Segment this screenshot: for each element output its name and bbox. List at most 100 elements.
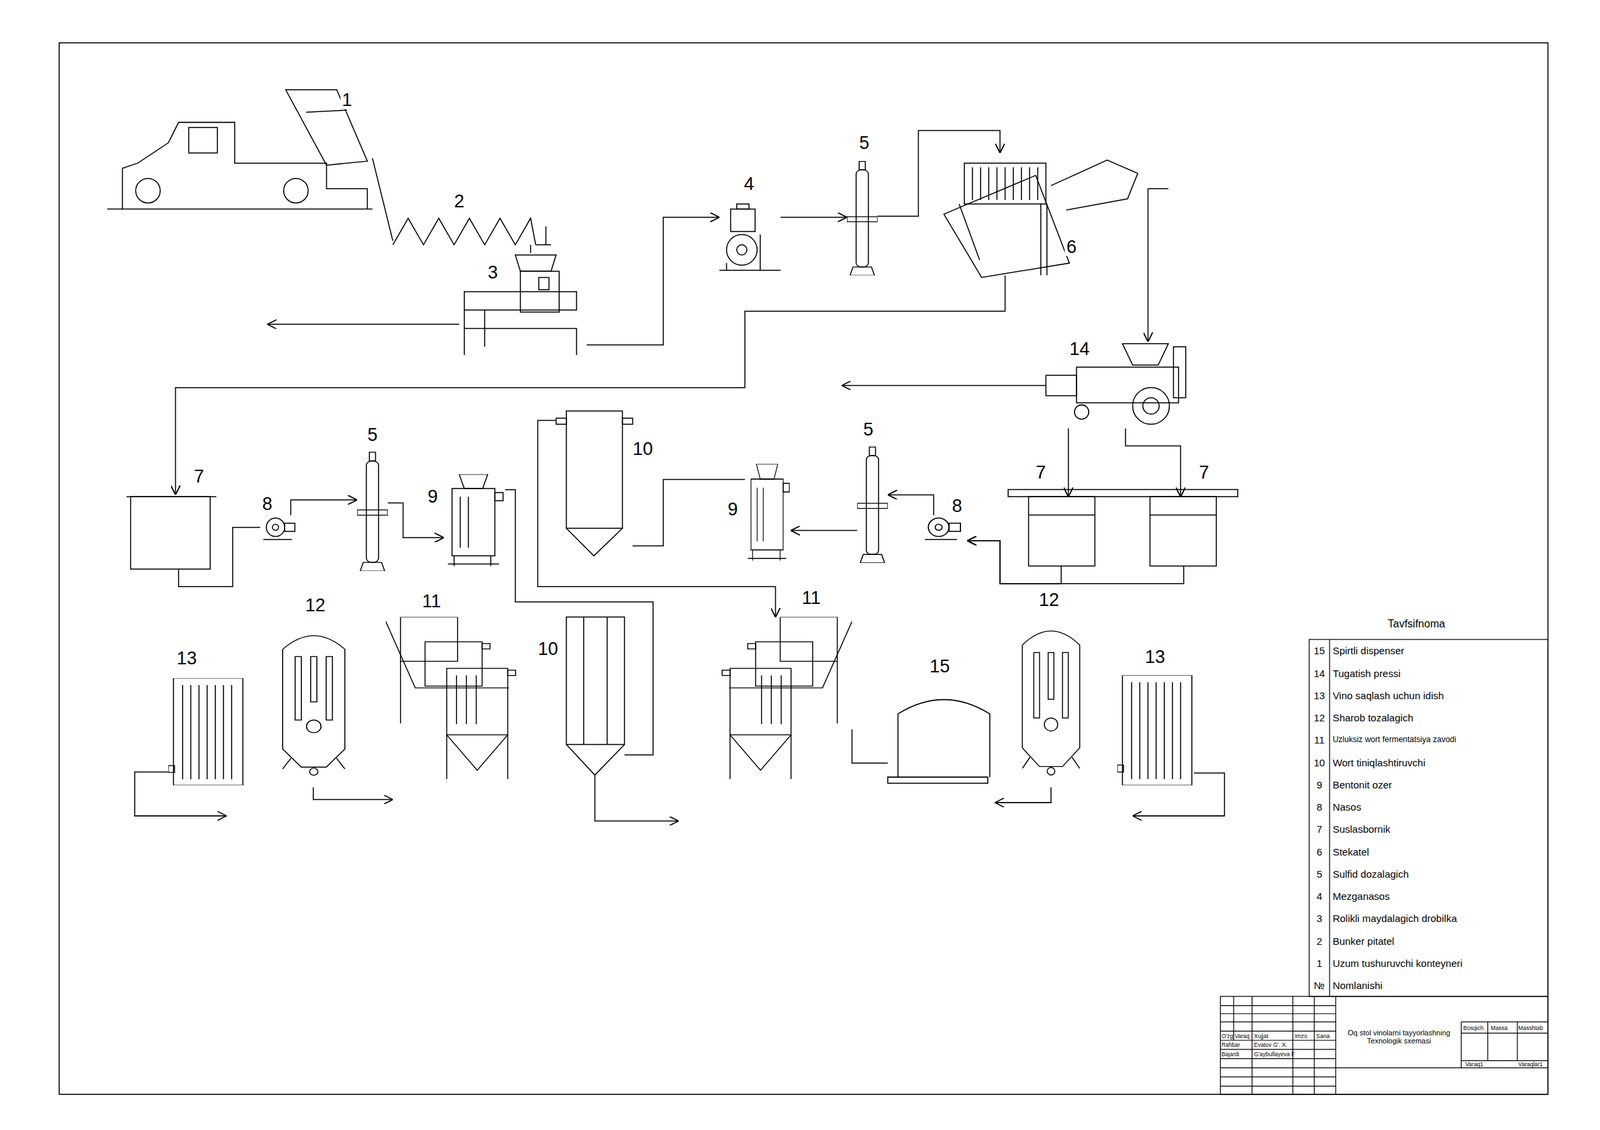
flow-line [175,275,1006,496]
title-block [1220,996,1548,1095]
clarifier-body [566,411,623,529]
table-cell-number: 2 [1310,930,1329,953]
table-cell-name: Stekatel [1332,840,1547,864]
equipment-node: 13 [1117,675,1194,786]
stekatel-body [943,175,1070,278]
pump [263,518,295,540]
equipment-node: 11 [714,617,852,786]
equipment-node: 4 [719,204,781,276]
press-plate [1173,346,1186,398]
table-cell-number: 10 [1310,751,1329,774]
equipment-node: 12 [1020,617,1082,786]
table-cell-name: Nasos [1332,795,1547,819]
table-cell-number: 14 [1310,662,1329,685]
table-cell-name: Vino saqlash uchun idish [1332,684,1547,707]
equipment-node: 10 [556,411,633,557]
title-block-cell: Rahbar [1221,1042,1241,1050]
equipment-node: 8 [921,515,968,541]
table-cell-number: № [1310,974,1329,997]
equipment-node: 7 [1150,496,1217,566]
flow-line [586,217,720,345]
bentonite-unit [447,474,503,567]
table-cell-number: 7 [1310,818,1329,841]
callout-number: 8 [261,495,274,514]
callout-number: 12 [1037,591,1061,610]
equipment-node: 9 [744,464,791,567]
equipment-node: 5 [357,448,388,572]
callout-number: 10 [536,639,560,658]
crusher-frame [464,277,577,356]
outflow-arrow [994,787,1052,803]
table-cell-name: Spirtli dispenser [1332,639,1547,662]
drawing-stroke [736,244,747,256]
storage-tank [168,678,243,786]
table-cell-number: 6 [1310,840,1329,864]
flow-line [1125,428,1181,498]
outflow-arrows [134,324,1225,821]
table-cell-name: Tugatish pressi [1332,662,1547,685]
callout-number: 6 [1065,237,1078,256]
table-grid [1220,639,1548,1095]
outflow-arrow [134,772,227,817]
flow-line [877,130,1001,217]
sulfid-doser [846,161,878,276]
flow-line [537,420,776,617]
tank-rim [126,495,217,498]
crusher-bed [464,291,577,311]
truck-wheel [135,178,160,203]
title-block-grid [1220,996,1548,1095]
flow-line [967,540,1184,584]
clarifier-body [566,617,625,745]
table-cell-name: Mezganasos [1332,885,1547,908]
callout-number: 4 [742,174,756,193]
title-block-cell: Bosqich [1463,1025,1484,1033]
callout-number: 5 [365,425,379,444]
tank-level [1028,514,1217,517]
callout-number: 14 [1068,339,1092,358]
callout-number: 15 [928,657,952,676]
flow-line [505,489,654,756]
callout-number: 9 [726,500,739,519]
fermentation-plant [385,617,517,780]
table-cell-number: 4 [1310,885,1329,908]
flow-line [887,494,934,515]
spec-table-column [1328,639,1330,997]
drawing-title: Oq stol vinolarni tayyorlashning Texnolo… [1338,1028,1460,1046]
spec-table [1309,639,1549,997]
title-block-cell: Massa [1490,1025,1508,1033]
truck-window [188,127,218,154]
table-cell-name: Sulfid dozalagich [1332,863,1547,886]
equipment-node: 8 [260,515,302,541]
table-cell-number: 5 [1310,863,1329,886]
callout-number: 1 [340,90,354,109]
callout-number: 11 [420,591,443,611]
title-block-cell: Bajardi [1221,1051,1239,1059]
title-block-cell: Varaq [1234,1033,1250,1041]
press-motor [1045,375,1077,396]
flow-line [372,158,393,241]
flow-line [290,500,358,516]
screw-feeder [392,218,552,245]
callout-number: 5 [861,420,875,439]
equipment-node: 5 [857,443,888,564]
equipment-node: 15 [887,685,990,786]
table-cell-number: 8 [1310,795,1329,819]
callout-number: 13 [175,648,198,668]
outflow-arrow [313,787,394,800]
flow-line [790,530,858,532]
callout-number: 9 [426,487,439,507]
callout-number: 10 [631,439,655,458]
alcohol-dispenser [887,700,990,784]
flow-line [852,729,888,764]
table-title: Tavfsifnoma [1387,618,1445,631]
drawing-stroke [1142,397,1160,415]
table-cell-name: Bunker pitatel [1332,930,1547,953]
outflow-arrow [594,775,679,821]
callout-number: 2 [453,191,466,211]
outflow-arrow [1132,773,1225,817]
press-roller [1074,404,1089,419]
sheet-frame [59,42,1548,1095]
table-cell-name: Uzluksiz wort fermentatsiya zavodi [1332,728,1547,752]
title-block-cell: G'aybullayeva F [1254,1051,1296,1059]
